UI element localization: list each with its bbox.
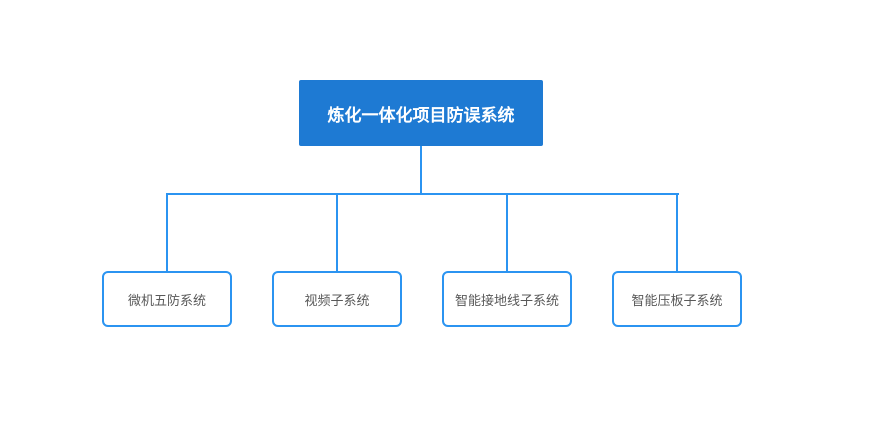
connector-horizontal-bus: [167, 193, 679, 195]
node-child-label: 微机五防系统: [127, 292, 206, 308]
connector-drop-child-4: [676, 193, 678, 273]
node-child-video[interactable]: 视频子系统: [272, 271, 402, 327]
node-child-grounding[interactable]: 智能接地线子系统: [442, 271, 572, 327]
node-child-wujifangwu[interactable]: 微机五防系统: [102, 271, 232, 327]
node-child-label: 智能压板子系统: [631, 292, 723, 308]
node-root-label: 炼化一体化项目防误系统: [327, 105, 515, 125]
connector-drop-child-1: [166, 193, 168, 273]
connector-drop-child-3: [506, 193, 508, 273]
connector-root-stem: [420, 146, 422, 195]
node-child-label: 智能接地线子系统: [454, 292, 559, 308]
node-child-pressplate[interactable]: 智能压板子系统: [612, 271, 742, 327]
node-root[interactable]: 炼化一体化项目防误系统: [299, 80, 543, 146]
connector-drop-child-2: [336, 193, 338, 273]
node-child-label: 视频子系统: [304, 292, 370, 308]
